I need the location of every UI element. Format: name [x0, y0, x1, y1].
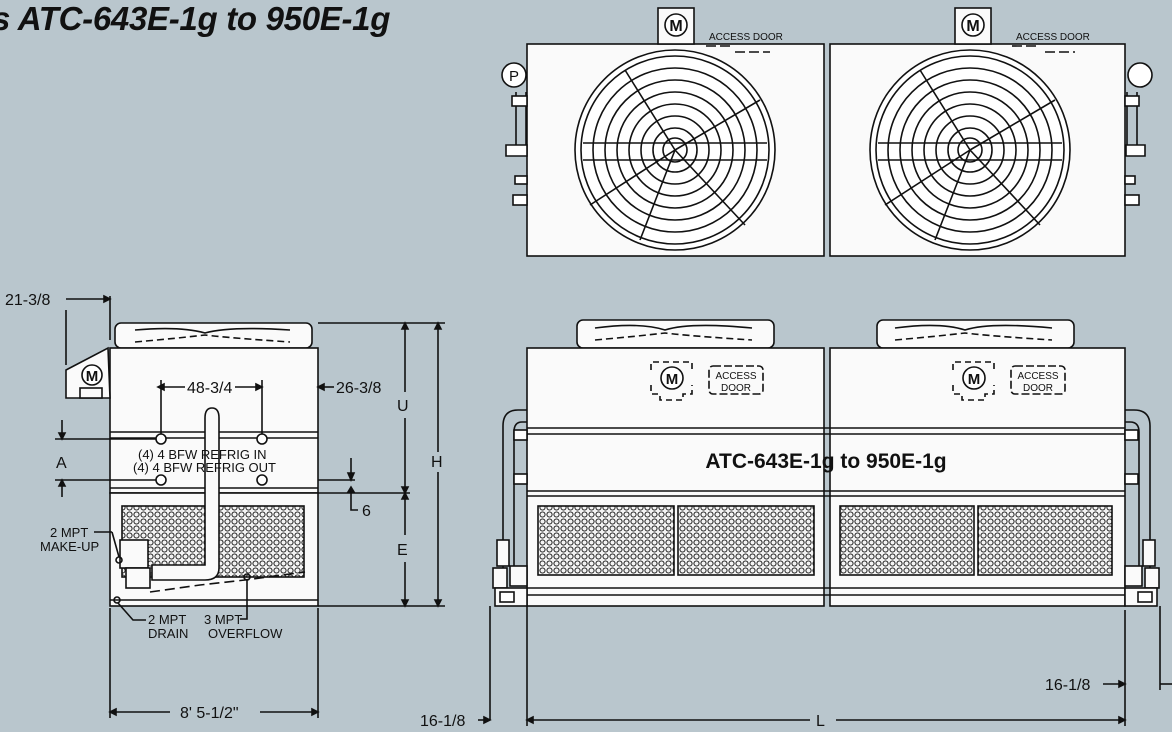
svg-text:M: M [666, 371, 679, 388]
pump-icon: P [501, 62, 527, 88]
drain-label-2: DRAIN [148, 626, 188, 641]
svg-text:M: M [968, 371, 981, 388]
dim-16-1-8-left: 16-1/8 [420, 713, 465, 730]
model-label: ATC-643E-1g to 950E-1g [705, 450, 946, 473]
access-door-label-left: ACCESS DOOR [709, 32, 783, 43]
access-door-label: DOOR [721, 383, 751, 394]
dim-26-3-8: 26-3/8 [336, 380, 381, 397]
dim-a: A [56, 455, 67, 472]
drain-label-1: 2 MPT [148, 612, 186, 627]
svg-text:M: M [966, 18, 979, 35]
access-door-label: ACCESS [715, 371, 756, 382]
makeup-label-2: MAKE-UP [40, 539, 99, 554]
motor-icon: M [961, 13, 985, 37]
page-title: s ATC-643E-1g to 950E-1g [0, 0, 391, 37]
dim-width: 8' 5-1/2" [180, 705, 239, 722]
dim-u: U [397, 398, 409, 415]
motor-icon: M [962, 366, 986, 390]
refrig-in-label: (4) 4 BFW REFRIG IN [138, 447, 267, 462]
svg-text:P: P [509, 68, 519, 85]
front-view: M ACCESS DOOR M ACCESS DOOR ATC-643E-1g … [420, 319, 1172, 730]
dim-21-3-8: 21-3/8 [5, 292, 50, 309]
louver-panel [537, 505, 675, 576]
motor-icon: M [81, 364, 103, 386]
side-view: M 21-3/8 48-3/4 [5, 292, 445, 722]
overflow-label-1: 3 MPT [204, 612, 242, 627]
access-door-label-right: ACCESS DOOR [1016, 32, 1090, 43]
dim-l: L [816, 713, 825, 730]
louver-panel [977, 505, 1113, 576]
louver-panel [677, 505, 815, 576]
dim-h: H [431, 454, 443, 471]
dim-48-3-4: 48-3/4 [187, 380, 232, 397]
motor-icon: M [664, 13, 688, 37]
dim-16-1-8-right: 16-1/8 [1045, 677, 1090, 694]
fan-guard-right [869, 49, 1071, 251]
makeup-label-1: 2 MPT [50, 525, 88, 540]
plan-view: M ACCESS DOOR [501, 7, 1153, 257]
access-door-label: DOOR [1023, 383, 1053, 394]
refrig-out-label: (4) 4 BFW REFRIG OUT [133, 460, 276, 475]
fan-guard-left [574, 49, 776, 251]
dim-e: E [397, 542, 408, 559]
overflow-label-2: OVERFLOW [208, 626, 283, 641]
access-door-label: ACCESS [1017, 371, 1058, 382]
louver-panel [839, 505, 975, 576]
motor-icon: M [660, 366, 684, 390]
dim-6: 6 [362, 503, 371, 520]
svg-text:M: M [86, 368, 99, 385]
svg-text:M: M [669, 18, 682, 35]
